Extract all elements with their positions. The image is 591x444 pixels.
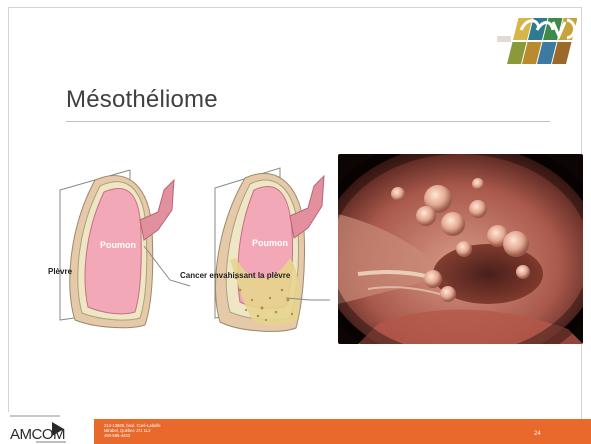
gcmd-logo bbox=[497, 16, 577, 68]
footer-address: 214-13665, boul. Curé-Labelle Mirabel, Q… bbox=[104, 423, 161, 439]
lung-diagram: Poumon Plèvre Poumon Cancer envahissant … bbox=[40, 150, 340, 340]
title-divider bbox=[66, 121, 550, 122]
address-line-3: 450-565-4433 bbox=[104, 433, 161, 438]
right-lung-label: Poumon bbox=[252, 238, 288, 248]
amcom-logo: AMCOM bbox=[8, 412, 94, 444]
slide-title: Mésothéliome bbox=[66, 86, 218, 114]
pleura-label: Plèvre bbox=[48, 267, 73, 276]
cancer-label: Cancer envahissant la plèvre bbox=[180, 271, 291, 280]
left-lung-label: Poumon bbox=[100, 240, 136, 250]
page-number: 24 bbox=[534, 431, 541, 437]
footer-bar bbox=[92, 419, 591, 444]
cancer-lung bbox=[215, 168, 330, 331]
pleura-photo bbox=[338, 154, 583, 344]
